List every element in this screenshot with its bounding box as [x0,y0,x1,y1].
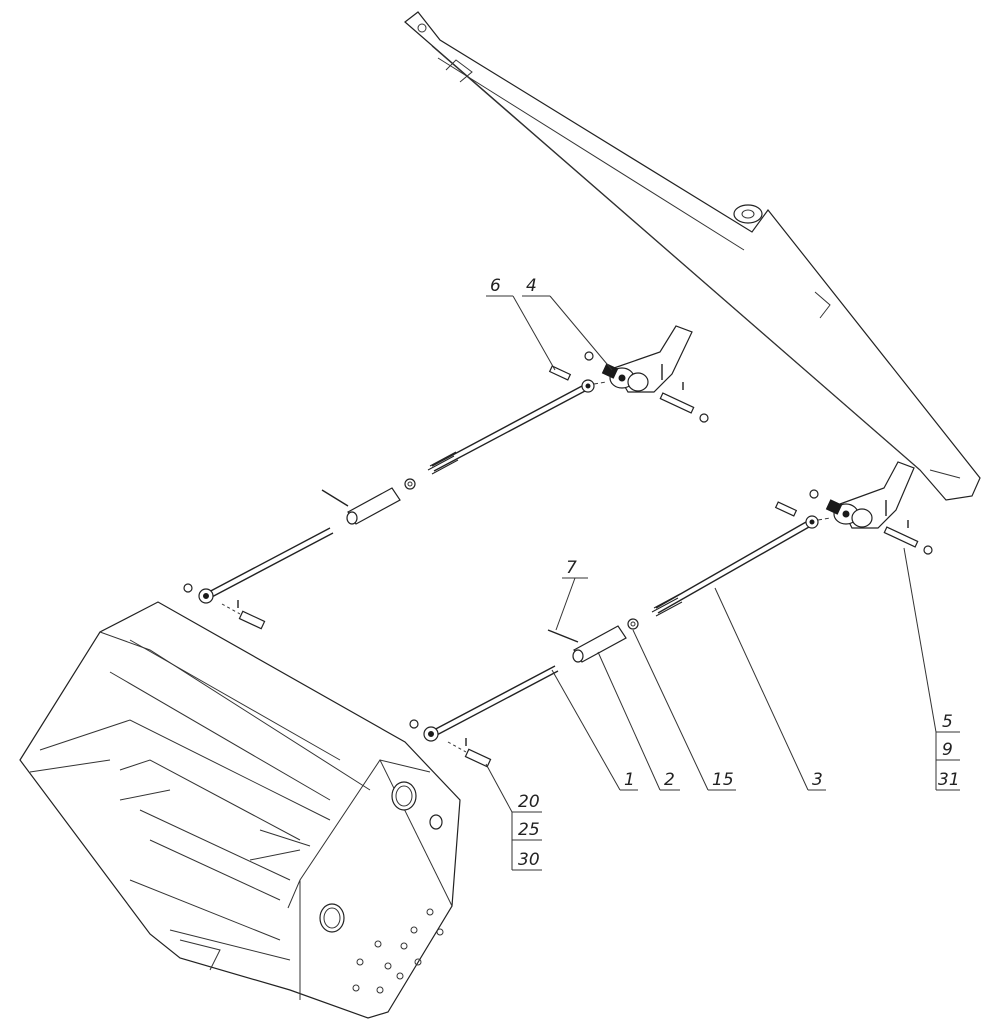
rod-1 [423,665,559,742]
callout-1: 1 [624,770,635,790]
pin-lower-right-rod [774,501,798,517]
callout-5: 5 [942,712,953,732]
pin-lower-crank [809,489,933,555]
callout-7: 7 [566,558,577,578]
lower-housing [19,601,461,1019]
callout-30: 30 [518,850,540,870]
sleeve-upper [321,487,401,525]
rod-upper-left [198,527,334,604]
callout-15: 15 [712,770,734,790]
callout-25: 25 [518,820,540,840]
callout-20: 20 [518,792,540,812]
nut-15 [627,618,639,630]
callout-2: 2 [664,770,675,790]
callout-4: 4 [526,276,537,296]
rod-3-threaded [651,515,831,617]
pin-6 [548,365,572,381]
sleeve-2 [572,625,627,663]
leader-lines [485,295,960,871]
bell-crank-upper [601,325,693,393]
callout-6: 6 [490,276,501,296]
nut-upper [404,478,416,490]
rod-upper-threaded [427,379,607,475]
upper-frame-arm [404,11,981,501]
callout-9: 9 [942,740,953,760]
bell-crank-lower [825,461,915,529]
callout-31: 31 [938,770,960,790]
fasteners-upper-left [183,583,266,630]
key-7 [547,629,579,643]
callout-3: 3 [812,770,823,790]
fasteners-lower-left [409,719,492,768]
pin-upper-crank [584,351,709,423]
